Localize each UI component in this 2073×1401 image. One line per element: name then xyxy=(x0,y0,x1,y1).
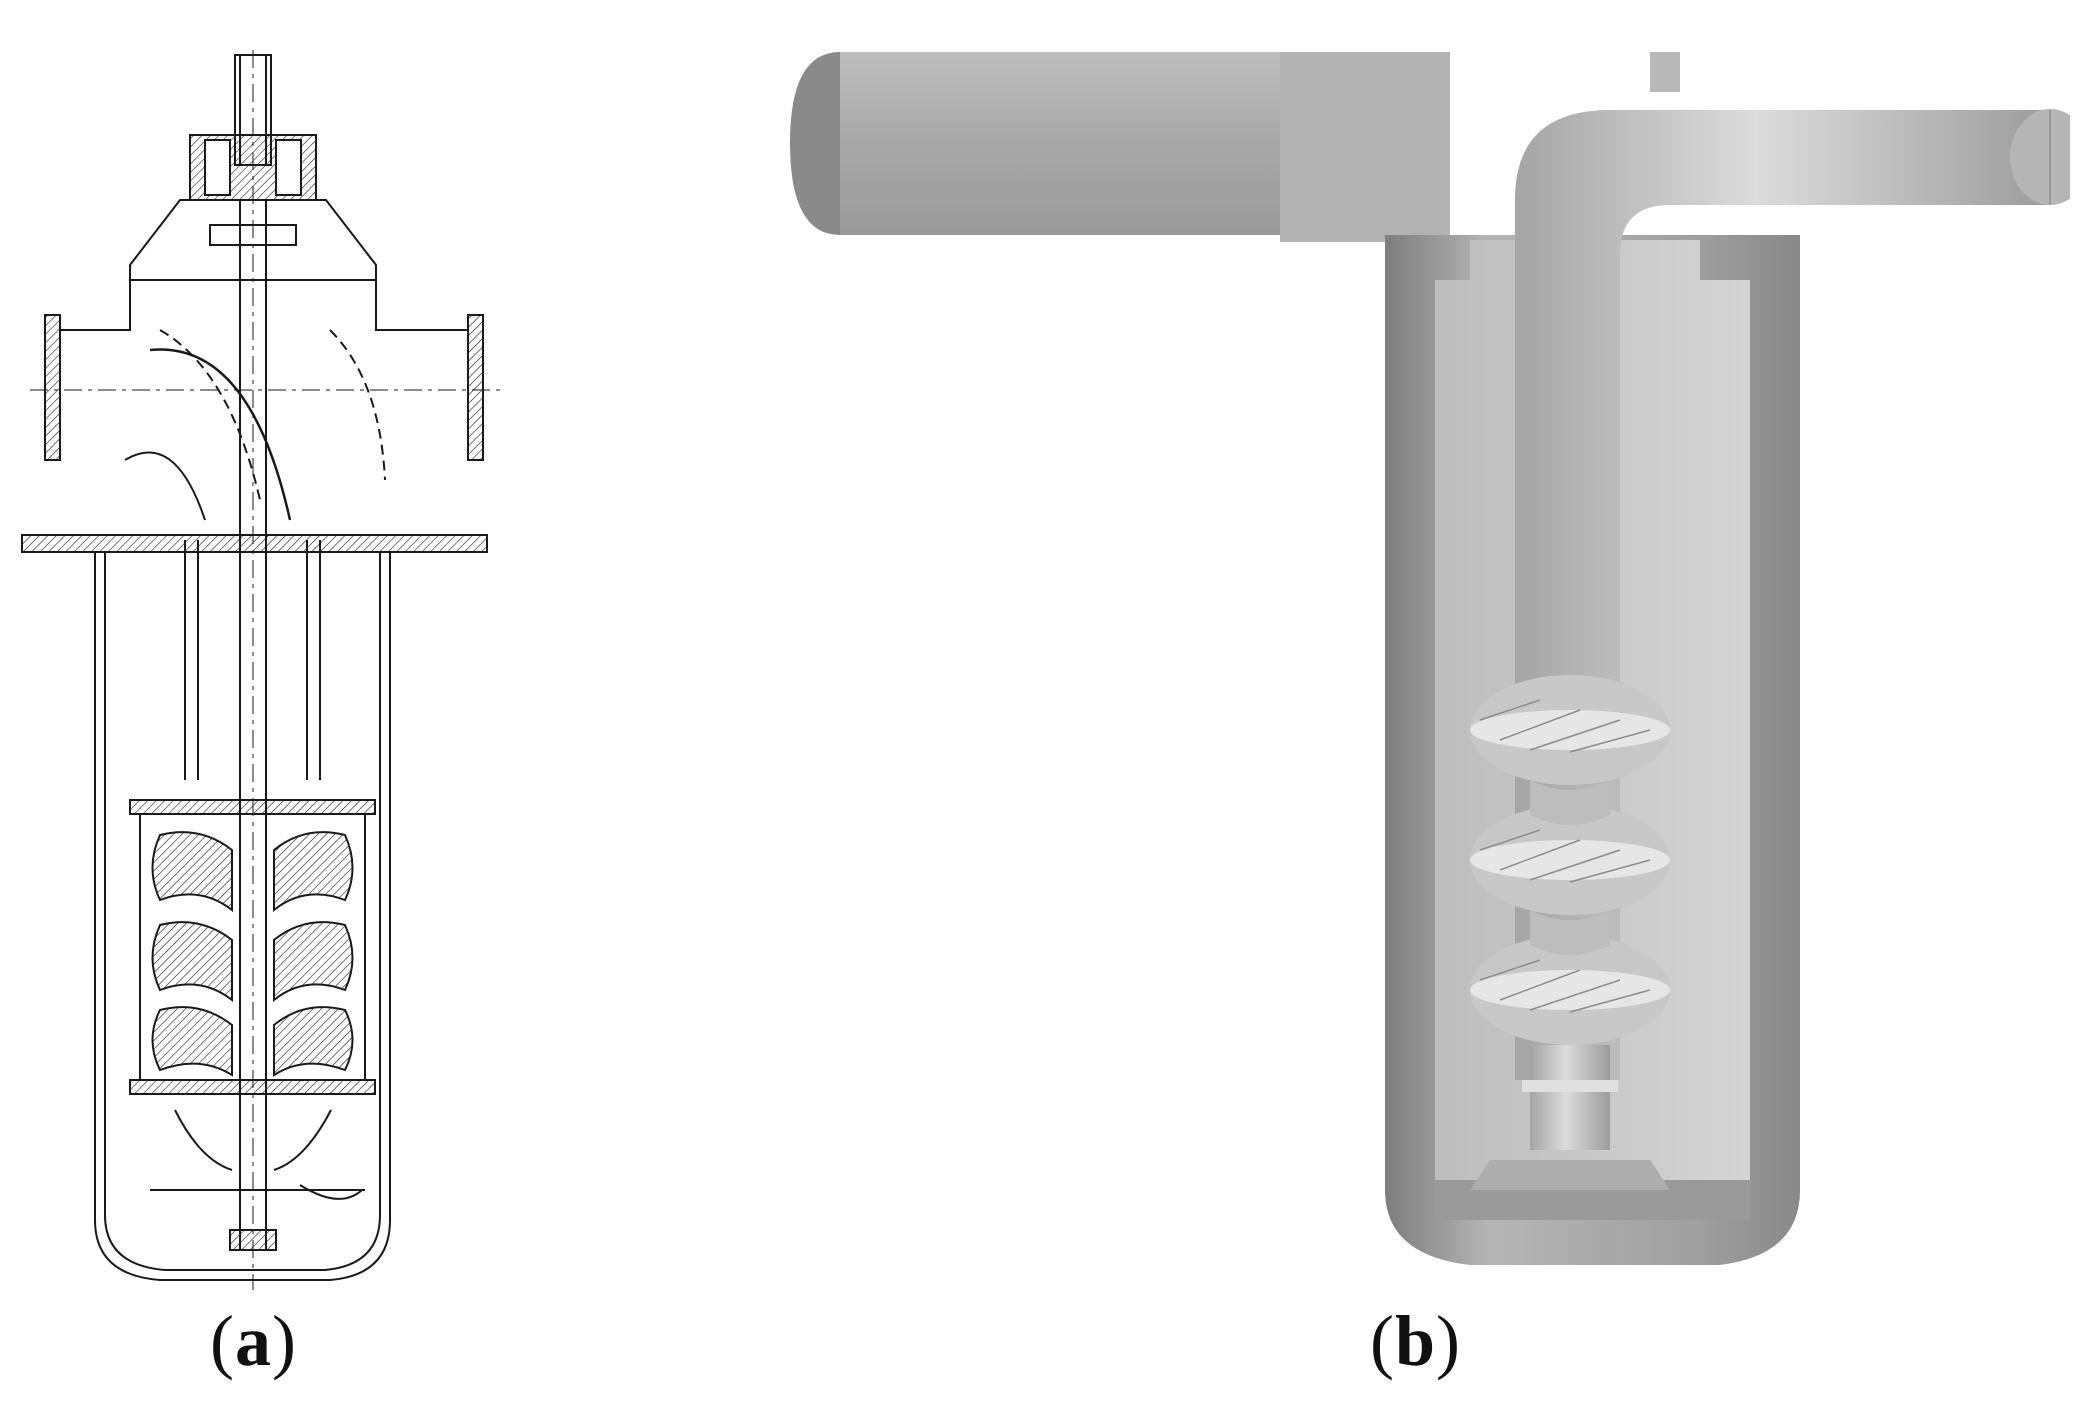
outer-barrel xyxy=(94,552,391,1281)
impeller-stages-3d xyxy=(1470,675,1670,1045)
bowl-flange-bottom xyxy=(129,1079,376,1095)
pump-shaft xyxy=(239,200,267,1250)
panel-label-a: (a) xyxy=(210,1301,297,1381)
cross-section-drawing xyxy=(21,50,500,1290)
column-pipe xyxy=(184,540,321,780)
top-joint xyxy=(1280,52,1450,242)
panel-letter-b: b xyxy=(1394,1301,1437,1381)
3d-model-render xyxy=(790,52,2070,1265)
panel-label-b: (b) xyxy=(1370,1301,1462,1381)
bowl-flange-top xyxy=(129,799,376,815)
mounting-plate xyxy=(21,534,488,553)
inducer xyxy=(174,1109,332,1171)
discharge-head xyxy=(60,280,468,331)
panel-letter-a: a xyxy=(234,1301,272,1381)
impeller-stages xyxy=(151,831,354,1077)
suction-hub xyxy=(1470,1045,1670,1190)
